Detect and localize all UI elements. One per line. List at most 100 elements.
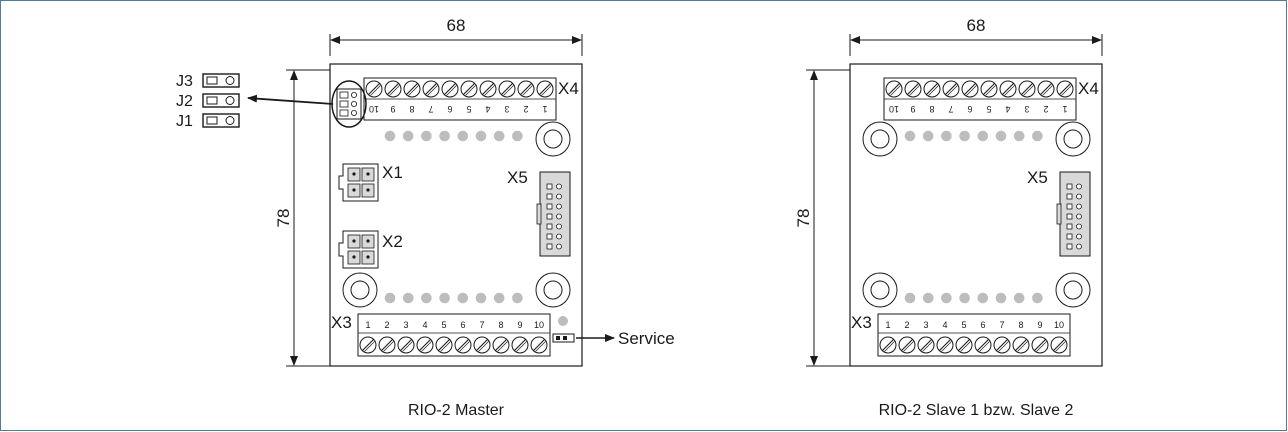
- slave-caption: RIO-2 Slave 1 bzw. Slave 2: [878, 402, 1074, 419]
- slave-x4-terminal-number: 6: [967, 104, 972, 114]
- slave-x3-terminal-number: 10: [1054, 320, 1064, 330]
- master-x5-pin: [546, 223, 553, 230]
- master-bottom-led: [475, 292, 487, 304]
- slave-x4-screw: [1018, 80, 1036, 98]
- master-x3-screw: [511, 336, 529, 354]
- master-x1-label: X1: [382, 163, 403, 182]
- slave-x5-pin: [1066, 213, 1073, 220]
- slave-x3-label: X3: [851, 313, 872, 332]
- master-top-led: [439, 130, 450, 142]
- slave-mount-hole-br: [1055, 272, 1091, 308]
- slave-x3-screw: [879, 336, 897, 354]
- slave-x5-pin: [1076, 243, 1082, 250]
- slave-mount-hole-tr: [1055, 121, 1091, 157]
- master-mount-hole-bl: [342, 272, 378, 308]
- slave-mount-hole-tl: [862, 121, 898, 157]
- master-x3-screw: [530, 336, 548, 354]
- slave-x3-terminal-number: 8: [1018, 320, 1023, 330]
- master-x4-terminal-number: 4: [485, 104, 490, 114]
- slave-x4-label: X4: [1078, 79, 1099, 98]
- jumper-j2-symbol: [202, 93, 240, 108]
- master-width-dimension: 68: [447, 16, 466, 35]
- master-x5-header: [536, 171, 571, 257]
- slave-bottom-led: [995, 292, 1007, 304]
- slave-top-led: [1032, 130, 1043, 142]
- master-x5-pin: [556, 243, 562, 250]
- master-x3-terminal-number: 1: [365, 320, 370, 330]
- slave-bottom-led: [941, 292, 952, 304]
- master-height-dimension: 78: [274, 209, 293, 228]
- slave-x5-pin: [1066, 183, 1073, 190]
- master-x1-connector: [338, 163, 379, 202]
- slave-top-led: [959, 130, 970, 142]
- slave-x3-terminal-number: 7: [999, 320, 1004, 330]
- master-x4-screw: [536, 80, 554, 98]
- slave-x5-pin: [1076, 183, 1082, 190]
- master-x5-pin: [556, 203, 562, 210]
- master-bottom-led: [512, 292, 523, 304]
- slave-x4-screw: [980, 80, 998, 98]
- slave-x4-terminal-number: 10: [889, 104, 899, 114]
- slave-bottom-led: [922, 292, 934, 304]
- slave-bottom-led: [1032, 292, 1043, 304]
- master-top-led: [384, 130, 396, 142]
- slave-bottom-led: [1013, 292, 1025, 304]
- master-x5-pin: [546, 203, 553, 210]
- slave-x3-screw: [974, 336, 992, 354]
- slave-top-led: [904, 130, 916, 142]
- slave-x4-terminal-number: 7: [948, 104, 953, 114]
- slave-width-dimension: 68: [967, 16, 986, 35]
- slave-x4-screw: [999, 80, 1017, 98]
- master-x5-pin: [546, 233, 553, 240]
- master-x5-pin: [546, 243, 553, 250]
- slave-x3-screw: [917, 336, 935, 354]
- slave-x3-screw: [1031, 336, 1049, 354]
- master-x4-terminal-number: 2: [523, 104, 528, 114]
- master-x3-screw: [416, 336, 434, 354]
- master-x3-screw: [435, 336, 453, 354]
- master-x4-screw: [384, 80, 402, 98]
- master-x3-terminal-number: 7: [479, 320, 484, 330]
- slave-top-led: [1013, 130, 1025, 142]
- slave-x3-terminal-number: 1: [885, 320, 890, 330]
- jumper-j3-label: J3: [176, 73, 193, 90]
- slave-x5-header: [1056, 171, 1091, 257]
- master-x3-terminal-number: 8: [498, 320, 503, 330]
- master-x3-terminal-number: 2: [384, 320, 389, 330]
- master-x5-pin: [556, 193, 562, 200]
- master-bottom-led: [493, 292, 505, 304]
- master-x5-pin: [556, 183, 562, 190]
- slave-x5-pin: [1076, 203, 1082, 210]
- master-x3-terminal-number: 3: [403, 320, 408, 330]
- slave-x5-pin: [1076, 193, 1082, 200]
- master-x4-screw: [403, 80, 421, 98]
- slave-x4-screw: [1037, 80, 1055, 98]
- slave-mount-hole-bl: [862, 272, 898, 308]
- master-x5-label: X5: [507, 168, 528, 187]
- slave-x4-terminal-number: 3: [1024, 104, 1029, 114]
- master-mount-hole-tr: [535, 121, 571, 157]
- slave-height-dimension: 78: [794, 209, 813, 228]
- slave-bottom-led: [959, 292, 970, 304]
- master-x5-pin: [556, 223, 562, 230]
- jumper-callout-arrow: [247, 94, 334, 105]
- slave-x3-terminal-number: 4: [942, 320, 947, 330]
- master-x4-terminal-number: 5: [466, 104, 471, 114]
- slave-x4-screw: [904, 80, 922, 98]
- slave-x3-terminal-number: 2: [904, 320, 909, 330]
- master-x3-terminal-number: 10: [534, 320, 544, 330]
- jumper-j1-symbol: [202, 113, 240, 128]
- slave-x3-terminal-number: 3: [923, 320, 928, 330]
- slave-top-led: [922, 130, 934, 142]
- slave-x4-terminal-number: 8: [929, 104, 934, 114]
- slave-top-led: [941, 130, 952, 142]
- jumper-j2-label: J2: [176, 93, 193, 110]
- master-x4-screw: [517, 80, 535, 98]
- slave-x4-terminal-number: 1: [1062, 104, 1067, 114]
- slave-x3-terminal-number: 6: [980, 320, 985, 330]
- master-x4-terminal-number: 7: [428, 104, 433, 114]
- slave-top-led: [977, 130, 989, 142]
- master-x4-terminal-number: 9: [390, 104, 395, 114]
